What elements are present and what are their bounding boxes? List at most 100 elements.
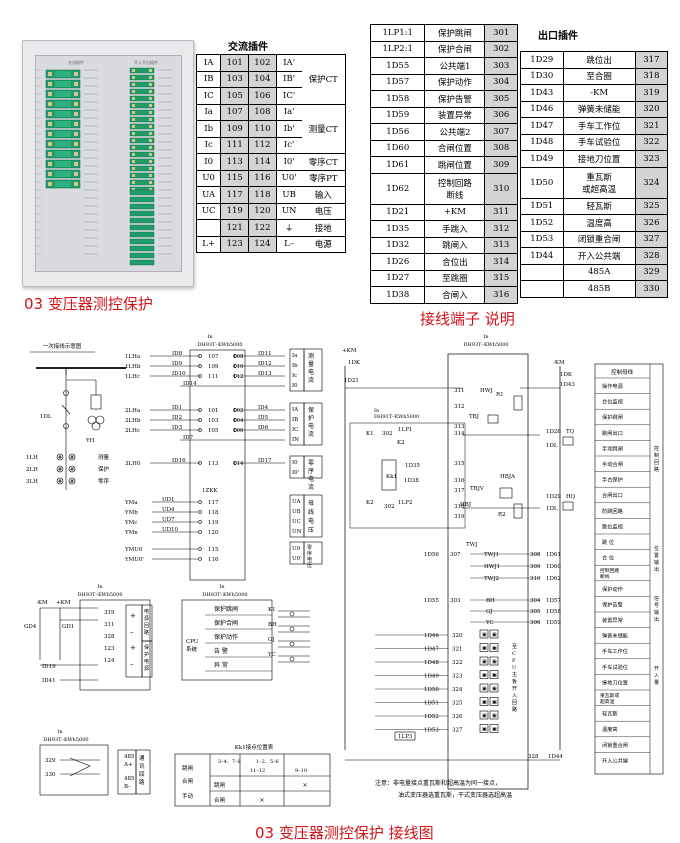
svg-text:1D26: 1D26 xyxy=(546,429,561,435)
svg-text:TQ: TQ xyxy=(566,429,575,435)
svg-text:输: 输 xyxy=(654,559,659,566)
svg-text:115: 115 xyxy=(208,547,219,553)
svg-text:回: 回 xyxy=(654,460,659,466)
svg-text:ID14: ID14 xyxy=(183,381,197,387)
svg-text:BH: BH xyxy=(268,622,277,628)
svg-text:-KM: -KM xyxy=(36,600,48,606)
svg-text:电: 电 xyxy=(308,475,314,483)
svg-text:注意：非电量接点重瓦斯和超高温为同一接点，: 注意：非电量接点重瓦斯和超高温为同一接点， xyxy=(375,779,501,787)
svg-text:11–12: 11–12 xyxy=(250,768,265,774)
svg-text:#: # xyxy=(70,479,75,485)
svg-text:TWJ1: TWJ1 xyxy=(484,552,499,558)
svg-text:321: 321 xyxy=(452,647,463,653)
svg-text:电: 电 xyxy=(308,517,314,525)
svg-text:电: 电 xyxy=(144,608,149,615)
svg-text:314: 314 xyxy=(454,431,465,437)
svg-text:至: 至 xyxy=(512,644,517,650)
svg-text:ID9: ID9 xyxy=(172,361,183,367)
svg-text:交流插件: 交流插件 xyxy=(68,59,84,65)
svg-text:跳位监视: 跳位监视 xyxy=(602,522,623,530)
svg-text:护: 护 xyxy=(144,651,149,658)
svg-text:108: 108 xyxy=(233,354,244,360)
svg-text:断线: 断线 xyxy=(600,573,610,580)
svg-text:1D44: 1D44 xyxy=(548,754,563,760)
svg-text:328: 328 xyxy=(104,634,115,640)
svg-text:319: 319 xyxy=(454,514,465,520)
svg-text:1–2、5–6: 1–2、5–6 xyxy=(256,759,279,765)
svg-text:YC: YC xyxy=(267,652,276,658)
svg-text:104: 104 xyxy=(233,418,244,424)
svg-text:手动跳闸: 手动跳闸 xyxy=(602,444,623,452)
svg-text:329: 329 xyxy=(45,758,56,764)
svg-text:UD4: UD4 xyxy=(162,507,175,513)
svg-text:HWJ: HWJ xyxy=(480,388,493,394)
svg-text:量: 量 xyxy=(654,679,659,686)
svg-text:▣: ▣ xyxy=(482,713,487,719)
svg-text:入: 入 xyxy=(512,693,517,699)
svg-text:3LH0: 3LH0 xyxy=(125,461,141,467)
svg-text:118: 118 xyxy=(208,510,219,516)
svg-text:路: 路 xyxy=(144,629,149,636)
svg-text:ID8: ID8 xyxy=(172,351,183,357)
svg-text:UD10: UD10 xyxy=(162,527,179,533)
svg-text:107: 107 xyxy=(208,354,219,360)
svg-text:IA: IA xyxy=(292,407,299,413)
svg-text:重瓦斯或: 重瓦斯或 xyxy=(600,692,619,699)
svg-text:3–4、7–8: 3–4、7–8 xyxy=(218,759,241,765)
svg-text:1LH: 1LH xyxy=(26,455,38,461)
svg-text:GJ: GJ xyxy=(268,637,275,643)
svg-text:330: 330 xyxy=(45,772,56,778)
svg-text:温度高: 温度高 xyxy=(602,725,618,733)
svg-text:接地刀位置: 接地刀位置 xyxy=(602,678,628,686)
svg-text:ID19: ID19 xyxy=(42,664,56,670)
svg-text:1D62: 1D62 xyxy=(546,576,561,582)
svg-text:106: 106 xyxy=(233,428,244,434)
svg-text:102: 102 xyxy=(233,408,244,414)
svg-text:Kk1: Kk1 xyxy=(386,474,397,480)
svg-text:1DK: 1DK xyxy=(348,360,361,366)
svg-text:出: 出 xyxy=(654,566,659,573)
svg-text:319: 319 xyxy=(104,610,115,616)
svg-text:117: 117 xyxy=(208,500,219,506)
svg-text:手合保护: 手合保护 xyxy=(602,476,623,484)
svg-text:保护跳闸: 保护跳闸 xyxy=(602,413,623,421)
svg-text:116: 116 xyxy=(208,557,219,563)
svg-text:315: 315 xyxy=(454,461,465,467)
svg-text:1D49: 1D49 xyxy=(424,674,439,680)
svg-text:I0': I0' xyxy=(292,470,299,476)
svg-text:103: 103 xyxy=(208,418,219,424)
svg-text:1D60: 1D60 xyxy=(546,564,561,570)
svg-text:1D46: 1D46 xyxy=(424,633,439,639)
svg-text:系统: 系统 xyxy=(186,645,198,653)
svg-text:1D59: 1D59 xyxy=(546,620,561,626)
svg-text:YMU0: YMU0 xyxy=(124,547,143,553)
svg-text:手动合闸: 手动合闸 xyxy=(602,460,623,468)
svg-text:路: 路 xyxy=(654,466,659,473)
svg-text:#: # xyxy=(70,455,75,461)
svg-text:序: 序 xyxy=(307,550,312,557)
svg-text:112: 112 xyxy=(233,374,244,380)
svg-text:310: 310 xyxy=(530,576,541,582)
svg-text:输: 输 xyxy=(654,609,659,616)
svg-text:电: 电 xyxy=(308,368,314,376)
svg-text:1D21: 1D21 xyxy=(344,378,359,384)
svg-text:–: – xyxy=(130,628,134,636)
svg-text:手车试验位: 手车试验位 xyxy=(602,663,628,671)
svg-text:▣: ▣ xyxy=(482,659,487,665)
svg-text:弹簧未储能: 弹簧未储能 xyxy=(602,632,628,640)
svg-text:1D55: 1D55 xyxy=(424,598,439,604)
svg-text:326: 326 xyxy=(452,714,463,720)
svg-text:保护合闸: 保护合闸 xyxy=(214,619,238,627)
svg-text:1LHc: 1LHc xyxy=(125,374,140,380)
svg-text:110: 110 xyxy=(233,364,244,370)
